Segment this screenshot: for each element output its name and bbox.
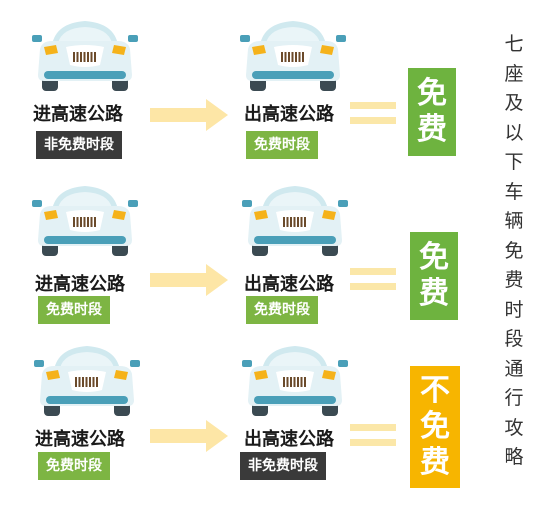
title-char: 及 <box>504 92 524 114</box>
equals-icon <box>350 424 396 446</box>
enter-period-tag: 免费时段 <box>38 296 110 324</box>
enter-label: 进高速公路 <box>35 274 125 295</box>
enter-label: 进高速公路 <box>33 104 123 125</box>
result-char: 费 <box>419 276 449 311</box>
exit-period-tag: 免费时段 <box>246 131 318 159</box>
title-char: 车 <box>504 180 524 203</box>
title-char: 免 <box>504 239 524 262</box>
title-char: 以 <box>504 121 524 144</box>
equals-icon <box>350 102 396 124</box>
vertical-title: 七座及以下车辆免费时段通行攻略 <box>500 30 528 473</box>
result-char: 费 <box>420 445 450 480</box>
title-char: 座 <box>504 62 524 85</box>
result-badge: 免费 <box>408 68 456 156</box>
title-char: 辆 <box>504 210 524 232</box>
exit-label: 出高速公路 <box>244 104 334 125</box>
exit-label: 出高速公路 <box>244 429 334 450</box>
title-char: 通 <box>504 357 524 380</box>
arrow-right-icon <box>150 99 228 131</box>
title-char: 行 <box>504 387 524 409</box>
car-front-icon <box>240 21 346 91</box>
result-char: 免 <box>417 76 447 111</box>
result-char: 不 <box>420 373 450 408</box>
exit-label: 出高速公路 <box>244 274 334 295</box>
result-char: 免 <box>420 409 450 444</box>
title-char: 攻 <box>504 416 524 439</box>
exit-period-tag: 非免费时段 <box>240 452 326 480</box>
car-front-icon <box>242 186 348 256</box>
arrow-right-icon <box>150 420 228 452</box>
title-char: 七 <box>504 33 524 55</box>
result-badge: 不免费 <box>410 366 460 488</box>
exit-period-tag: 免费时段 <box>246 296 318 324</box>
title-char: 下 <box>504 151 524 173</box>
car-front-icon <box>32 21 138 91</box>
title-char: 段 <box>504 328 524 350</box>
enter-period-tag: 非免费时段 <box>36 131 122 159</box>
result-char: 免 <box>419 240 449 275</box>
title-char: 略 <box>504 446 524 468</box>
car-front-icon <box>34 346 140 416</box>
result-badge: 免费 <box>410 232 458 320</box>
title-char: 时 <box>504 298 524 321</box>
enter-period-tag: 免费时段 <box>38 452 110 480</box>
title-char: 费 <box>504 269 524 291</box>
result-char: 费 <box>417 112 447 147</box>
equals-icon <box>350 268 396 290</box>
car-front-icon <box>32 186 138 256</box>
arrow-right-icon <box>150 264 228 296</box>
enter-label: 进高速公路 <box>35 429 125 450</box>
car-front-icon <box>242 346 348 416</box>
